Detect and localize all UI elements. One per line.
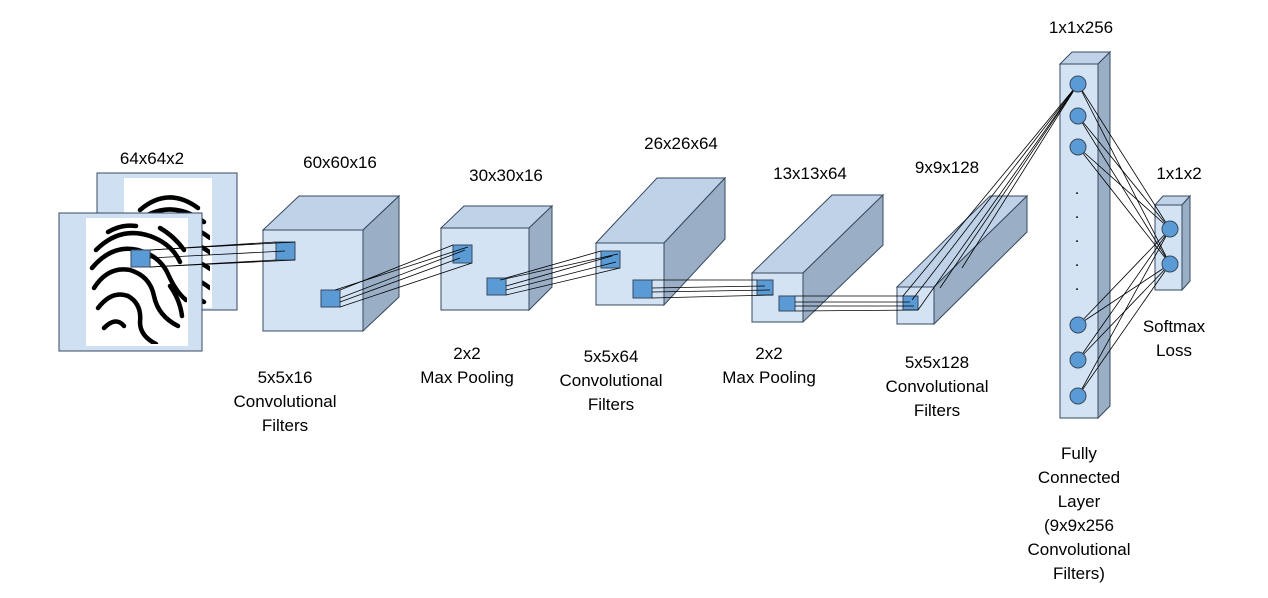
caption-line: Loss — [1156, 341, 1192, 360]
caption-line: 2x2 — [755, 344, 783, 363]
filter-window — [756, 279, 774, 296]
caption-softmax: Softmax Loss — [1143, 315, 1205, 363]
fc-dot: . — [1075, 253, 1079, 270]
filter-window — [632, 279, 653, 299]
softmax-node — [1161, 255, 1179, 273]
caption-line: 5x5x64 — [583, 347, 639, 366]
caption-line: (9x9x256 — [1044, 516, 1114, 535]
caption-line: Convolutional — [233, 392, 337, 411]
filter-window — [275, 241, 296, 261]
caption-line: Filters) — [1053, 564, 1105, 583]
caption-pool2: 2x2 Max Pooling — [722, 342, 816, 390]
caption-conv2: 5x5x64 Convolutional Filters — [559, 345, 662, 417]
fc-dot: . — [1075, 277, 1079, 294]
dims-label-softmax: 1x1x2 — [1156, 164, 1202, 183]
softmax-node — [1161, 220, 1179, 238]
caption-line: 2x2 — [453, 344, 481, 363]
caption-line: Softmax — [1142, 317, 1206, 336]
input-image-stack — [58, 172, 238, 352]
fc-node — [1069, 351, 1087, 369]
dims-label-pool2: 13x13x64 — [773, 164, 847, 183]
caption-line: Max Pooling — [420, 368, 514, 387]
caption-line: 5x5x128 — [904, 353, 970, 372]
caption-pool1: 2x2 Max Pooling — [420, 342, 514, 390]
caption-line: Filters — [913, 401, 961, 420]
fc-dot: . — [1075, 181, 1079, 198]
caption-line: Filters — [587, 395, 635, 414]
fc-dot: . — [1075, 229, 1079, 246]
filter-window — [452, 244, 473, 264]
dims-label-input: 64x64x2 — [119, 149, 185, 168]
fc-nodes — [1069, 75, 1087, 405]
feature-block-30x30x16 — [439, 204, 554, 312]
caption-line: Layer — [1057, 492, 1101, 511]
dims-label-fc: 1x1x256 — [1048, 18, 1114, 37]
fc-ellipsis: . . . . . — [1075, 181, 1079, 294]
fingerprint-image-icon — [89, 223, 187, 344]
filter-window — [130, 249, 151, 268]
fc-node — [1069, 75, 1087, 93]
caption-fc: Fully Connected Layer (9x9x256 Convoluti… — [1027, 442, 1130, 586]
filter-window — [320, 289, 341, 308]
caption-line: Max Pooling — [722, 368, 816, 387]
dims-label-pool1: 30x30x16 — [469, 166, 543, 185]
fc-node — [1069, 316, 1087, 334]
caption-conv3: 5x5x128 Convolutional Filters — [885, 351, 988, 423]
dims-label-conv3: 9x9x128 — [914, 158, 980, 177]
connection-lines — [149, 83, 1171, 397]
feature-block-9x9x128 — [895, 194, 1029, 326]
dims-label-conv1: 60x60x16 — [303, 153, 377, 172]
feature-block-13x13x64 — [750, 193, 885, 324]
softmax-nodes — [1161, 220, 1179, 273]
caption-line: Fully — [1061, 444, 1097, 463]
fc-node — [1069, 387, 1087, 405]
caption-conv1: 5x5x16 Convolutional Filters — [233, 366, 336, 438]
feature-block-60x60x16 — [261, 194, 401, 333]
caption-line: Filters — [261, 416, 309, 435]
caption-line: Convolutional — [885, 377, 989, 396]
caption-line: 5x5x16 — [257, 368, 313, 387]
caption-line: Convolutional — [1027, 540, 1131, 559]
caption-line: Convolutional — [559, 371, 663, 390]
caption-line: Connected — [1037, 468, 1121, 487]
filter-window — [486, 277, 507, 296]
feature-block-26x26x64 — [594, 176, 727, 307]
dims-label-conv2: 26x26x64 — [644, 134, 718, 153]
fc-dot: . — [1075, 205, 1079, 222]
fc-node — [1069, 107, 1087, 125]
filter-window — [778, 295, 796, 312]
fc-node — [1069, 138, 1087, 156]
filter-window — [902, 295, 919, 311]
